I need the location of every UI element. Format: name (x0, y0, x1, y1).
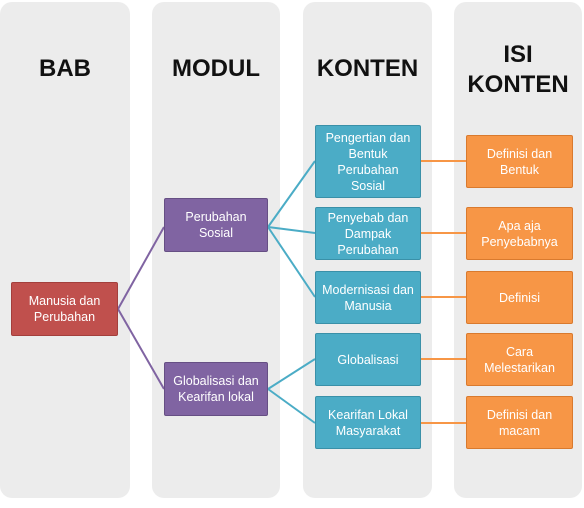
link-bab-modul-1 (117, 226, 165, 310)
node-konten-pengertian: Pengertian dan Bentuk Perubahan Sosial (315, 125, 421, 198)
node-label: Definisi (499, 290, 540, 305)
node-label: Pengertian dan Bentuk Perubahan Sosial (325, 130, 411, 193)
node-konten-kearifan-lokal: Kearifan Lokal Masyarakat (315, 396, 421, 449)
node-bab-manusia-dan-perubahan: Manusia dan Perubahan (11, 282, 118, 336)
node-label: Globalisasi dan Kearifan lokal (173, 374, 259, 404)
column-title-line: KONTEN (316, 55, 419, 82)
column-title-modul: MODUL (152, 54, 280, 84)
node-isi-definisi-bentuk: Definisi dan Bentuk (466, 135, 573, 188)
link-modul-konten-1 (267, 160, 316, 228)
node-modul-globalisasi: Globalisasi dan Kearifan lokal (164, 362, 268, 416)
column-bab: BAB (0, 2, 130, 498)
link-modul-konten-5 (267, 388, 316, 424)
node-isi-definisi-macam: Definisi dan macam (466, 396, 573, 449)
column-title-line: MODUL (172, 55, 260, 82)
node-modul-perubahan-sosial: Perubahan Sosial (164, 198, 268, 252)
node-isi-cara-melestarikan: Cara Melestarikan (466, 333, 573, 386)
column-title-konten: KONTEN (303, 54, 432, 84)
node-konten-modernisasi: Modernisasi dan Manusia (315, 271, 421, 324)
column-title-isi-konten: ISI KONTEN (454, 40, 582, 100)
node-label: Kearifan Lokal Masyarakat (328, 407, 408, 438)
node-konten-penyebab: Penyebab dan Dampak Perubahan (315, 207, 421, 260)
node-label: Manusia dan Perubahan (28, 294, 101, 324)
column-title-line: KONTEN (467, 71, 569, 98)
link-modul-konten-4 (267, 358, 316, 390)
node-label: Apa aja Penyebabnya (481, 218, 558, 249)
node-label: Penyebab dan Dampak Perubahan (327, 210, 409, 257)
node-label: Cara Melestarikan (484, 344, 555, 375)
node-label: Modernisasi dan Manusia (322, 282, 414, 313)
link-bab-modul-2 (117, 308, 165, 390)
node-konten-globalisasi: Globalisasi (315, 333, 421, 386)
node-isi-penyebabnya: Apa aja Penyebabnya (466, 207, 573, 260)
node-label: Definisi dan Bentuk (486, 146, 553, 177)
node-isi-definisi: Definisi (466, 271, 573, 324)
link-modul-konten-3 (267, 226, 316, 298)
node-label: Perubahan Sosial (185, 210, 247, 240)
node-label: Definisi dan macam (486, 407, 553, 438)
link-modul-konten-2 (267, 226, 316, 234)
column-title-line: ISI (503, 41, 533, 68)
column-title-bab: BAB (0, 54, 130, 84)
node-label: Globalisasi (337, 352, 399, 367)
column-title-line: BAB (39, 55, 91, 82)
